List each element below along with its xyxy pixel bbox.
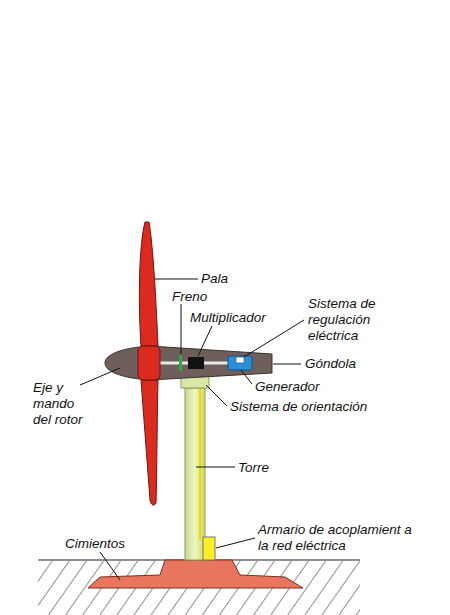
part-label: Cimientos <box>65 536 125 552</box>
tower <box>185 388 205 560</box>
gearbox <box>188 357 204 369</box>
part-label: Sistema de regulación eléctrica <box>308 296 392 344</box>
brake <box>179 355 182 371</box>
foundation <box>88 560 303 588</box>
rotor-hub <box>138 346 160 380</box>
part-label: Sistema de orientación <box>230 399 367 415</box>
nacelle <box>105 346 272 380</box>
part-label: Eje y mando del rotor <box>33 380 95 428</box>
part-label: Freno <box>172 289 207 305</box>
generator <box>228 356 252 370</box>
part-label: Multiplicador <box>190 310 266 326</box>
grid-cabinet <box>203 537 215 560</box>
ground-hatching <box>38 561 360 615</box>
electrical-regulation <box>236 357 244 363</box>
part-label: Generador <box>255 379 320 395</box>
part-label: Armario de acoplamient a la red eléctric… <box>258 522 418 554</box>
power-cable <box>200 368 232 540</box>
blade-lower <box>141 380 158 505</box>
blade-upper <box>139 222 158 346</box>
part-label: Torre <box>238 460 269 476</box>
part-label: Pala <box>201 271 228 287</box>
part-label: Góndola <box>305 356 356 372</box>
